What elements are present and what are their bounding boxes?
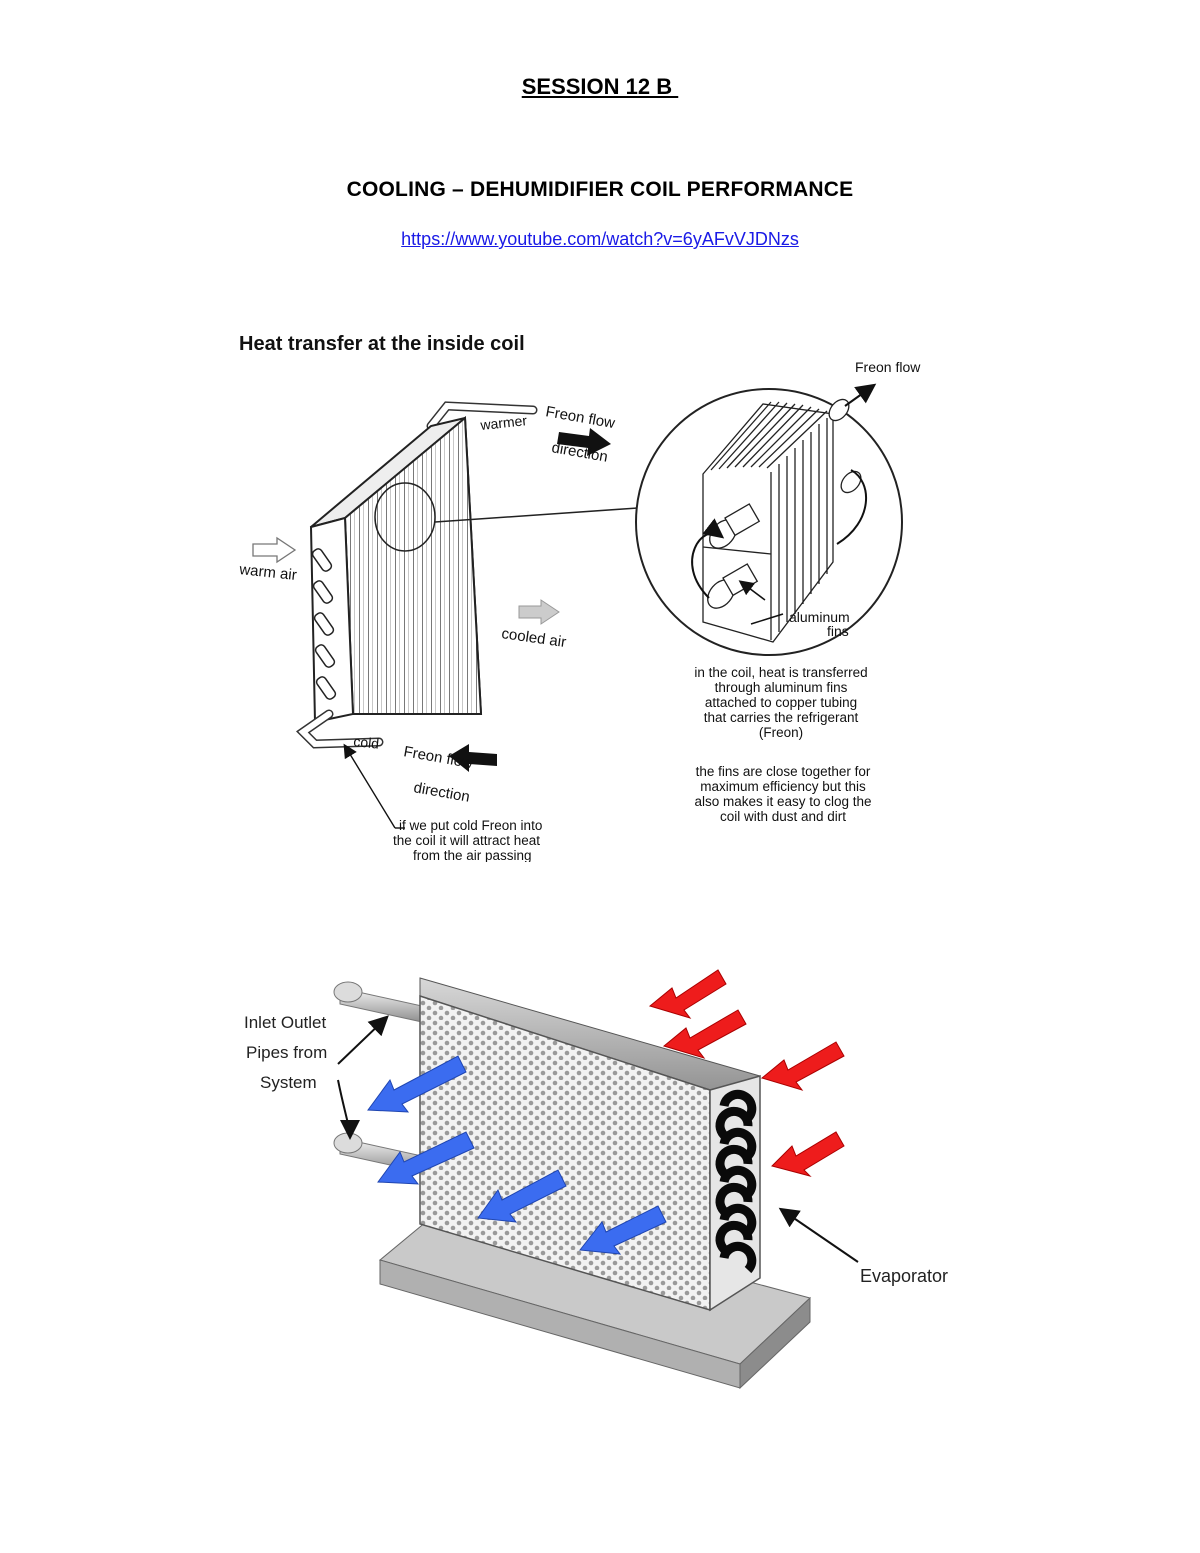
session-title: SESSION 12 B — [521, 74, 679, 99]
youtube-link[interactable]: https://www.youtube.com/watch?v=6yAFvVJD… — [401, 229, 799, 249]
hot-air-arrows — [648, 969, 845, 1177]
zoom-circle-small — [374, 482, 436, 552]
fin-detail — [702, 398, 862, 643]
note-line: from the air passing — [413, 848, 532, 862]
cold-air-arrows — [367, 1055, 667, 1255]
caption1-line: (Freon) — [759, 725, 803, 740]
cold-air-arrow — [477, 1169, 567, 1223]
hot-air-arrow — [760, 1041, 845, 1091]
cold-air-arrow — [367, 1055, 467, 1113]
evaporator-label: Evaporator — [860, 1266, 948, 1286]
caption1-line: through aluminum fins — [715, 680, 848, 695]
document-heading: COOLING – DEHUMIDIFIER COIL PERFORMANCE — [346, 178, 854, 201]
hot-air-arrow — [662, 1009, 747, 1059]
cold-air-arrow — [579, 1205, 667, 1255]
caption1-line: in the coil, heat is transferred — [694, 665, 867, 680]
caption-heat-transfer: in the coil, heat is transferred through… — [694, 665, 867, 740]
tube-ends — [311, 548, 337, 700]
note-line: if we put cold Freon into — [399, 818, 542, 833]
warm-air-arrow — [252, 536, 297, 564]
caption1-line: that carries the refrigerant — [704, 710, 859, 725]
pipes-label-line: Inlet Outlet — [244, 1013, 326, 1032]
coil-block — [309, 415, 483, 724]
cold-air-arrow — [377, 1131, 475, 1185]
figure1-title: Heat transfer at the inside coil — [239, 333, 525, 355]
caption1-line: attached to copper tubing — [705, 695, 857, 710]
freon-flow-top-label: Freon flow — [855, 359, 921, 375]
hot-air-arrow — [771, 1131, 845, 1177]
freon-outflow-arrow — [557, 428, 611, 456]
heat-transfer-diagram: Heat transfer at the inside coil — [233, 322, 959, 862]
caption2-line: also makes it easy to clog the — [694, 794, 871, 809]
hot-air-arrow — [648, 969, 727, 1019]
pipes-label: Inlet Outlet Pipes from System — [244, 1013, 327, 1092]
cooled-air-arrow — [518, 599, 560, 625]
evaporator-diagram: Inlet Outlet Pipes from System Evaporato… — [240, 960, 970, 1400]
pipes-label-line: Pipes from — [246, 1043, 327, 1062]
note-line: the coil it will attract heat — [393, 833, 540, 848]
cold-label: cold — [353, 733, 380, 752]
warm-air-label: warm air — [238, 561, 298, 584]
coil-loops — [715, 1089, 757, 1274]
warmer-label: warmer — [479, 412, 528, 433]
fins-label: fins — [827, 623, 849, 639]
note-pointer — [343, 743, 396, 829]
aluminum-label: aluminum — [789, 609, 850, 625]
note-cold-freon: if we put cold Freon into the coil it wi… — [393, 818, 542, 862]
caption2-line: coil with dust and dirt — [720, 809, 846, 824]
caption-fins: the fins are close together for maximum … — [694, 764, 871, 824]
freon-inflow-arrow — [449, 744, 497, 772]
caption2-line: the fins are close together for — [696, 764, 871, 779]
caption2-line: maximum efficiency but this — [700, 779, 866, 794]
pipes-label-line: System — [260, 1073, 317, 1092]
